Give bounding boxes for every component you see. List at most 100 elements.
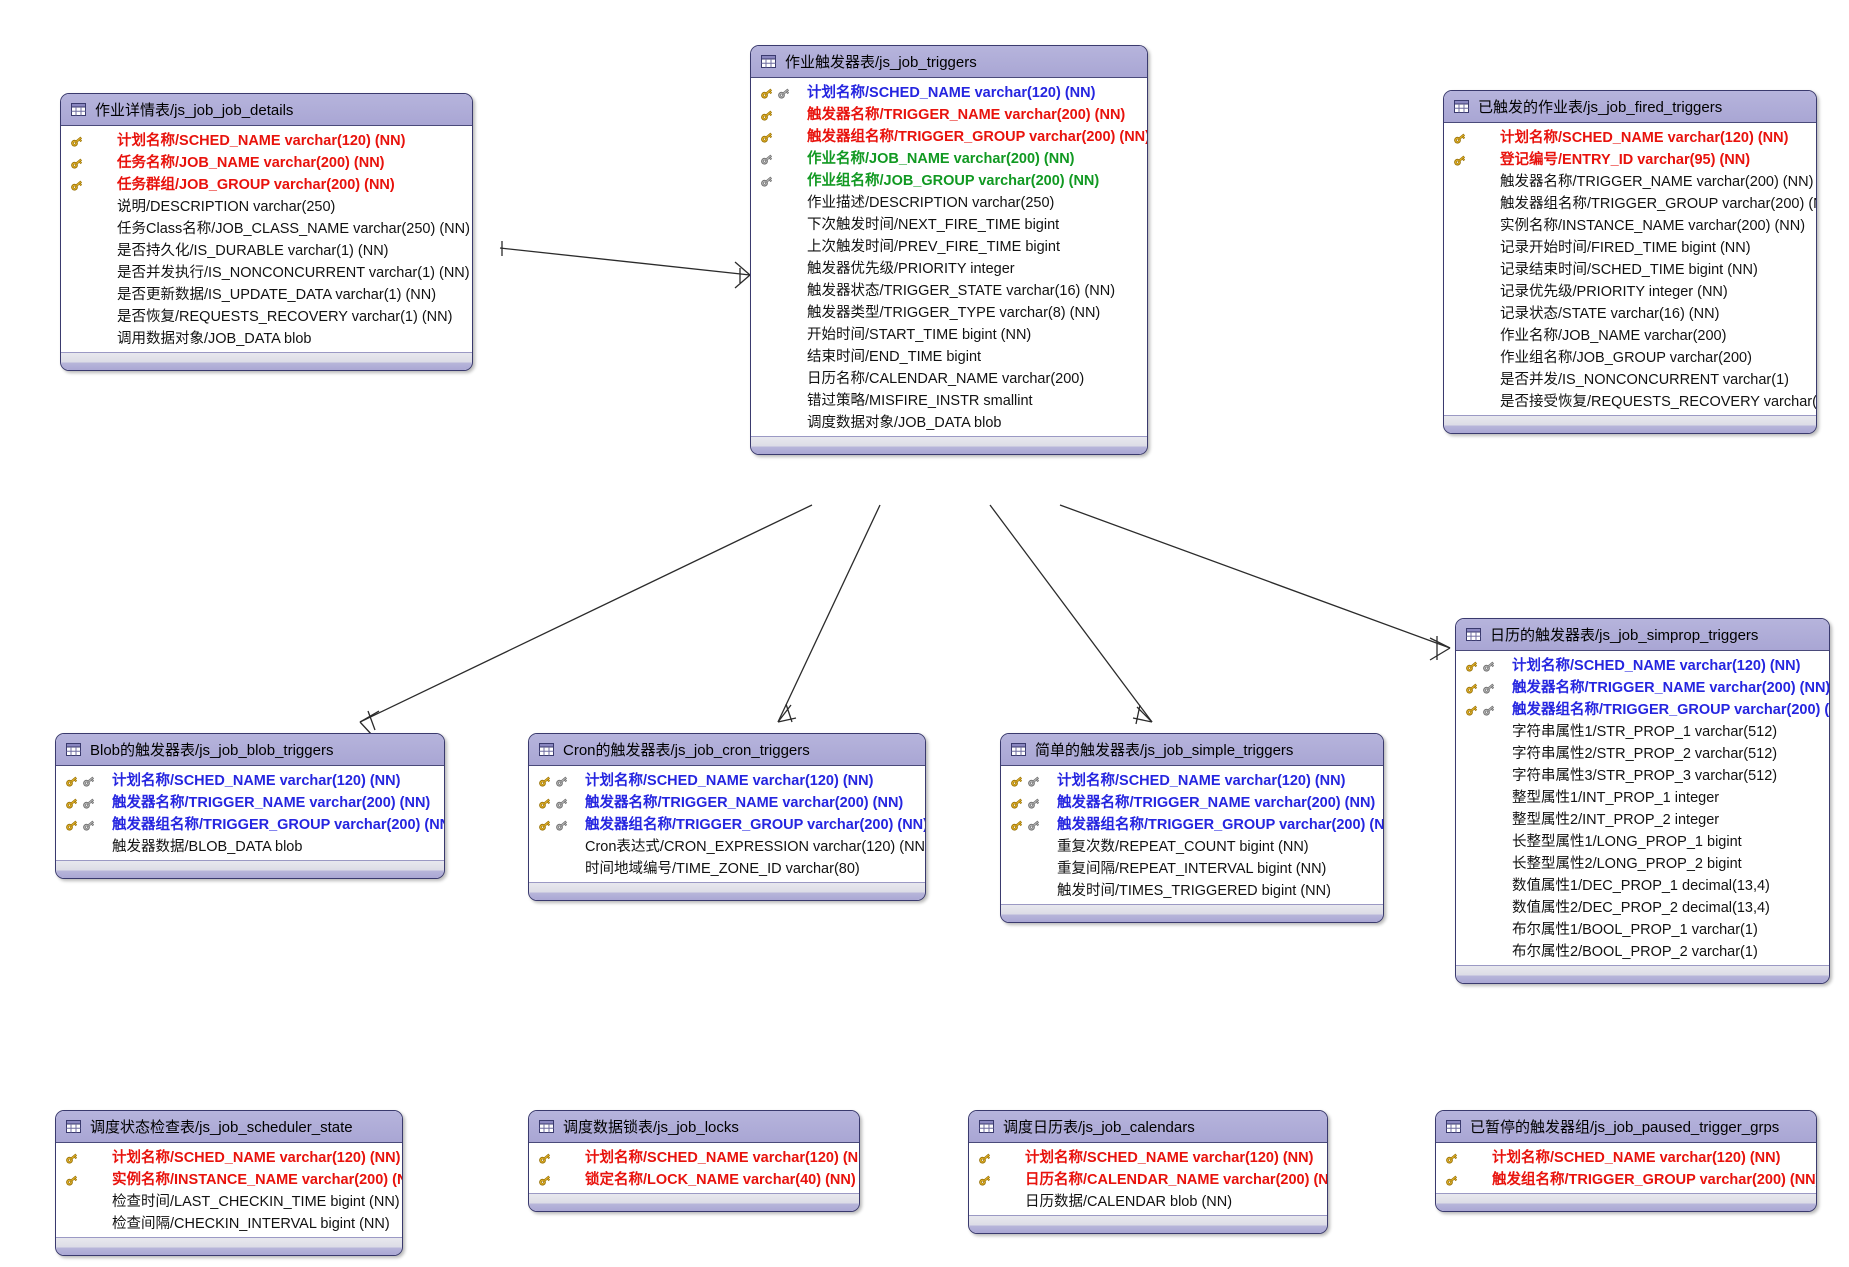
er-field[interactable]: 触发器名称/TRIGGER_NAME varchar(200) (NN) [751,104,1147,126]
er-field[interactable]: 是否并发/IS_NONCONCURRENT varchar(1) [1444,369,1816,391]
er-field[interactable]: 是否接受恢复/REQUESTS_RECOVERY varchar(1) [1444,391,1816,413]
er-table-header-fired_triggers[interactable]: 已触发的作业表/js_job_fired_triggers [1444,91,1816,123]
er-field[interactable]: 触发器数据/BLOB_DATA blob [56,836,444,858]
er-table-blob_triggers[interactable]: Blob的触发器表/js_job_blob_triggers 计划名称/SCHE… [55,733,445,879]
er-field[interactable]: 触发器组名称/TRIGGER_GROUP varchar(200) (NN) [1456,699,1829,721]
er-field[interactable]: 作业名称/JOB_NAME varchar(200) (NN) [751,148,1147,170]
er-field[interactable]: 触发器组名称/TRIGGER_GROUP varchar(200) (NN) [529,814,925,836]
er-field[interactable]: 长整型属性2/LONG_PROP_2 bigint [1456,853,1829,875]
er-table-header-cron_triggers[interactable]: Cron的触发器表/js_job_cron_triggers [529,734,925,766]
er-field[interactable]: 计划名称/SCHED_NAME varchar(120) (NN) [969,1147,1327,1169]
er-field[interactable]: 实例名称/INSTANCE_NAME varchar(200) (NN) [1444,215,1816,237]
er-field[interactable]: 触发器名称/TRIGGER_NAME varchar(200) (NN) [1444,171,1816,193]
er-field[interactable]: 整型属性2/INT_PROP_2 integer [1456,809,1829,831]
er-table-header-simprop_triggers[interactable]: 日历的触发器表/js_job_simprop_triggers [1456,619,1829,651]
er-field[interactable]: 计划名称/SCHED_NAME varchar(120) (NN) [1001,770,1383,792]
er-field[interactable]: 触发器名称/TRIGGER_NAME varchar(200) (NN) [1001,792,1383,814]
er-field[interactable]: 触发器名称/TRIGGER_NAME varchar(200) (NN) [56,792,444,814]
er-field[interactable]: 作业组名称/JOB_GROUP varchar(200) (NN) [751,170,1147,192]
er-field[interactable]: 计划名称/SCHED_NAME varchar(120) (NN) [751,82,1147,104]
er-field[interactable]: 触发器组名称/TRIGGER_GROUP varchar(200) (NN) [1001,814,1383,836]
er-field[interactable]: 调度数据对象/JOB_DATA blob [751,412,1147,434]
er-field[interactable]: 计划名称/SCHED_NAME varchar(120) (NN) [1456,655,1829,677]
er-table-header-job_details[interactable]: 作业详情表/js_job_job_details [61,94,472,126]
er-field[interactable]: 计划名称/SCHED_NAME varchar(120) (NN) [529,770,925,792]
er-field[interactable]: 长整型属性1/LONG_PROP_1 bigint [1456,831,1829,853]
er-field[interactable]: 记录结束时间/SCHED_TIME bigint (NN) [1444,259,1816,281]
er-table-header-locks[interactable]: 调度数据锁表/js_job_locks [529,1111,859,1143]
er-field[interactable]: 任务Class名称/JOB_CLASS_NAME varchar(250) (N… [61,218,472,240]
er-field[interactable]: 错过策略/MISFIRE_INSTR smallint [751,390,1147,412]
er-field[interactable]: 触发器类型/TRIGGER_TYPE varchar(8) (NN) [751,302,1147,324]
er-field[interactable]: 计划名称/SCHED_NAME varchar(120) (NN) [529,1147,859,1169]
er-table-cron_triggers[interactable]: Cron的触发器表/js_job_cron_triggers 计划名称/SCHE… [528,733,926,901]
er-table-simprop_triggers[interactable]: 日历的触发器表/js_job_simprop_triggers 计划名称/SCH… [1455,618,1830,984]
er-table-paused_trigger_grps[interactable]: 已暂停的触发器组/js_job_paused_trigger_grps 计划名称… [1435,1110,1817,1212]
er-table-header-simple_triggers[interactable]: 简单的触发器表/js_job_simple_triggers [1001,734,1383,766]
er-field[interactable]: 整型属性1/INT_PROP_1 integer [1456,787,1829,809]
er-field[interactable]: 日历名称/CALENDAR_NAME varchar(200) (NN) [969,1169,1327,1191]
er-field[interactable]: 字符串属性3/STR_PROP_3 varchar(512) [1456,765,1829,787]
er-field[interactable]: 上次触发时间/PREV_FIRE_TIME bigint [751,236,1147,258]
er-field[interactable]: 作业描述/DESCRIPTION varchar(250) [751,192,1147,214]
er-field[interactable]: 作业名称/JOB_NAME varchar(200) [1444,325,1816,347]
er-field[interactable]: 是否并发执行/IS_NONCONCURRENT varchar(1) (NN) [61,262,472,284]
er-field[interactable]: 触发器名称/TRIGGER_NAME varchar(200) (NN) [1456,677,1829,699]
er-field[interactable]: 实例名称/INSTANCE_NAME varchar(200) (NN) [56,1169,402,1191]
er-field[interactable]: 时间地域编号/TIME_ZONE_ID varchar(80) [529,858,925,880]
er-field[interactable]: 日历名称/CALENDAR_NAME varchar(200) [751,368,1147,390]
er-field[interactable]: 说明/DESCRIPTION varchar(250) [61,196,472,218]
er-field[interactable]: 计划名称/SCHED_NAME varchar(120) (NN) [56,1147,402,1169]
er-field[interactable]: 触发器优先级/PRIORITY integer [751,258,1147,280]
er-field[interactable]: 字符串属性1/STR_PROP_1 varchar(512) [1456,721,1829,743]
er-field[interactable]: 记录状态/STATE varchar(16) (NN) [1444,303,1816,325]
er-field[interactable]: Cron表达式/CRON_EXPRESSION varchar(120) (NN… [529,836,925,858]
er-field[interactable]: 数值属性1/DEC_PROP_1 decimal(13,4) [1456,875,1829,897]
er-field[interactable]: 记录开始时间/FIRED_TIME bigint (NN) [1444,237,1816,259]
er-field[interactable]: 是否恢复/REQUESTS_RECOVERY varchar(1) (NN) [61,306,472,328]
er-field[interactable]: 重复间隔/REPEAT_INTERVAL bigint (NN) [1001,858,1383,880]
er-table-fired_triggers[interactable]: 已触发的作业表/js_job_fired_triggers 计划名称/SCHED… [1443,90,1817,434]
er-field[interactable]: 计划名称/SCHED_NAME varchar(120) (NN) [56,770,444,792]
er-field[interactable]: 作业组名称/JOB_GROUP varchar(200) [1444,347,1816,369]
er-field[interactable]: 开始时间/START_TIME bigint (NN) [751,324,1147,346]
er-field[interactable]: 触发器组名称/TRIGGER_GROUP varchar(200) (NN) [751,126,1147,148]
er-field[interactable]: 计划名称/SCHED_NAME varchar(120) (NN) [61,130,472,152]
er-field[interactable]: 触发器状态/TRIGGER_STATE varchar(16) (NN) [751,280,1147,302]
er-table-job_triggers[interactable]: 作业触发器表/js_job_triggers 计划名称/SCHED_NAME v… [750,45,1148,455]
er-table-scheduler_state[interactable]: 调度状态检查表/js_job_scheduler_state 计划名称/SCHE… [55,1110,403,1256]
er-field[interactable]: 数值属性2/DEC_PROP_2 decimal(13,4) [1456,897,1829,919]
er-field[interactable]: 触发器名称/TRIGGER_NAME varchar(200) (NN) [529,792,925,814]
er-field[interactable]: 检查间隔/CHECKIN_INTERVAL bigint (NN) [56,1213,402,1235]
er-field[interactable]: 是否更新数据/IS_UPDATE_DATA varchar(1) (NN) [61,284,472,306]
er-field[interactable]: 计划名称/SCHED_NAME varchar(120) (NN) [1436,1147,1816,1169]
er-field[interactable]: 锁定名称/LOCK_NAME varchar(40) (NN) [529,1169,859,1191]
er-field[interactable]: 触发器组名称/TRIGGER_GROUP varchar(200) (NN) [1444,193,1816,215]
er-field[interactable]: 调用数据对象/JOB_DATA blob [61,328,472,350]
er-table-simple_triggers[interactable]: 简单的触发器表/js_job_simple_triggers 计划名称/SCHE… [1000,733,1384,923]
er-table-header-scheduler_state[interactable]: 调度状态检查表/js_job_scheduler_state [56,1111,402,1143]
er-table-header-blob_triggers[interactable]: Blob的触发器表/js_job_blob_triggers [56,734,444,766]
er-field[interactable]: 日历数据/CALENDAR blob (NN) [969,1191,1327,1213]
er-field[interactable]: 重复次数/REPEAT_COUNT bigint (NN) [1001,836,1383,858]
er-table-calendars[interactable]: 调度日历表/js_job_calendars 计划名称/SCHED_NAME v… [968,1110,1328,1234]
er-field[interactable]: 触发组名称/TRIGGER_GROUP varchar(200) (NN) [1436,1169,1816,1191]
er-table-locks[interactable]: 调度数据锁表/js_job_locks 计划名称/SCHED_NAME varc… [528,1110,860,1212]
er-field[interactable]: 字符串属性2/STR_PROP_2 varchar(512) [1456,743,1829,765]
er-field[interactable]: 计划名称/SCHED_NAME varchar(120) (NN) [1444,127,1816,149]
er-field[interactable]: 结束时间/END_TIME bigint [751,346,1147,368]
er-field[interactable]: 检查时间/LAST_CHECKIN_TIME bigint (NN) [56,1191,402,1213]
er-field[interactable]: 触发器组名称/TRIGGER_GROUP varchar(200) (NN) [56,814,444,836]
er-table-header-calendars[interactable]: 调度日历表/js_job_calendars [969,1111,1327,1143]
er-table-header-paused_trigger_grps[interactable]: 已暂停的触发器组/js_job_paused_trigger_grps [1436,1111,1816,1143]
er-field[interactable]: 触发时间/TIMES_TRIGGERED bigint (NN) [1001,880,1383,902]
er-field[interactable]: 是否持久化/IS_DURABLE varchar(1) (NN) [61,240,472,262]
er-field[interactable]: 登记编号/ENTRY_ID varchar(95) (NN) [1444,149,1816,171]
er-table-header-job_triggers[interactable]: 作业触发器表/js_job_triggers [751,46,1147,78]
er-field[interactable]: 下次触发时间/NEXT_FIRE_TIME bigint [751,214,1147,236]
er-table-job_details[interactable]: 作业详情表/js_job_job_details 计划名称/SCHED_NAME… [60,93,473,371]
er-field[interactable]: 任务群组/JOB_GROUP varchar(200) (NN) [61,174,472,196]
er-field[interactable]: 布尔属性1/BOOL_PROP_1 varchar(1) [1456,919,1829,941]
er-field[interactable]: 记录优先级/PRIORITY integer (NN) [1444,281,1816,303]
er-field[interactable]: 布尔属性2/BOOL_PROP_2 varchar(1) [1456,941,1829,963]
